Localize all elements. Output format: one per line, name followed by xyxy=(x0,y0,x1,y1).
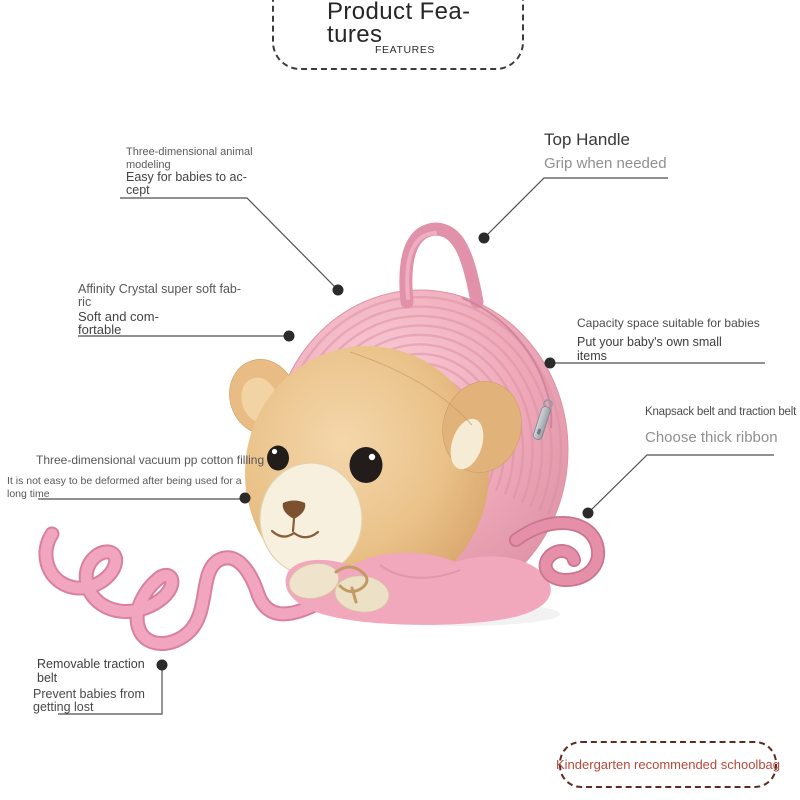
right-eye xyxy=(349,447,383,483)
dot-removable-belt xyxy=(156,659,168,671)
bear-face xyxy=(259,445,383,576)
callout-top-handle-desc: Grip when needed xyxy=(544,155,667,172)
line-animal-modeling xyxy=(120,197,339,291)
dot-top-handle xyxy=(478,232,490,244)
page-subtitle: FEATURES xyxy=(375,44,436,56)
title-box xyxy=(272,0,524,70)
footer-badge: Kindergarten recommended schoolbag xyxy=(555,741,781,788)
callout-capacity-title: Capacity space suitable for babies xyxy=(577,316,760,330)
footer-badge-label: Kindergarten recommended schoolbag xyxy=(555,757,781,772)
snout xyxy=(259,462,363,576)
line-top-handle xyxy=(483,177,668,239)
top-handle xyxy=(399,222,484,309)
bear-right-ear xyxy=(442,381,522,473)
bag-bottom xyxy=(285,552,551,625)
callout-lines xyxy=(38,177,774,715)
traction-belt xyxy=(38,526,330,651)
callout-dots xyxy=(156,232,594,671)
line-knapsack-belt xyxy=(587,454,774,514)
callout-cotton-filling-title: Three-dimensional vacuum pp cotton filli… xyxy=(36,453,265,467)
callout-capacity-desc: Put your baby's own small items xyxy=(577,335,722,363)
line-removable-belt xyxy=(58,668,163,715)
callout-removable-belt-title: Removable traction belt xyxy=(37,657,145,685)
dot-cotton-filling xyxy=(239,492,251,504)
callout-soft-fabric-title: Affinity Crystal super soft fab- ric xyxy=(78,282,242,309)
callout-cotton-filling-desc: It is not easy to be deformed after bein… xyxy=(7,475,242,500)
knapsack-belt xyxy=(509,516,605,587)
callout-animal-modeling-desc: Easy for babies to ac- cept xyxy=(126,170,247,197)
callout-removable-belt-desc: Prevent babies from getting lost xyxy=(33,687,145,714)
mouth xyxy=(270,517,320,539)
page-title: Product Fea- tures xyxy=(327,0,471,48)
nose xyxy=(282,500,306,519)
callout-animal-modeling-title: Three-dimensional animal modeling xyxy=(126,146,253,171)
dot-soft-fabric xyxy=(283,330,295,342)
callout-top-handle-title: Top Handle xyxy=(544,130,631,149)
dot-capacity xyxy=(544,357,556,369)
dot-animal-modeling xyxy=(332,284,344,296)
bear-paw-right xyxy=(334,575,390,613)
dot-knapsack-belt xyxy=(582,507,594,519)
zipper-pull xyxy=(532,399,553,440)
callout-soft-fabric-desc: Soft and com- fortable xyxy=(78,309,159,337)
left-eye xyxy=(267,445,289,471)
callout-knapsack-belt-title: Knapsack belt and traction belt xyxy=(645,406,797,418)
drawstring-cord xyxy=(334,565,369,604)
zipper-track xyxy=(461,297,553,429)
bear-paw-left xyxy=(288,563,340,599)
head-seam xyxy=(349,351,473,426)
callout-knapsack-belt-desc: Choose thick ribbon xyxy=(645,429,778,446)
